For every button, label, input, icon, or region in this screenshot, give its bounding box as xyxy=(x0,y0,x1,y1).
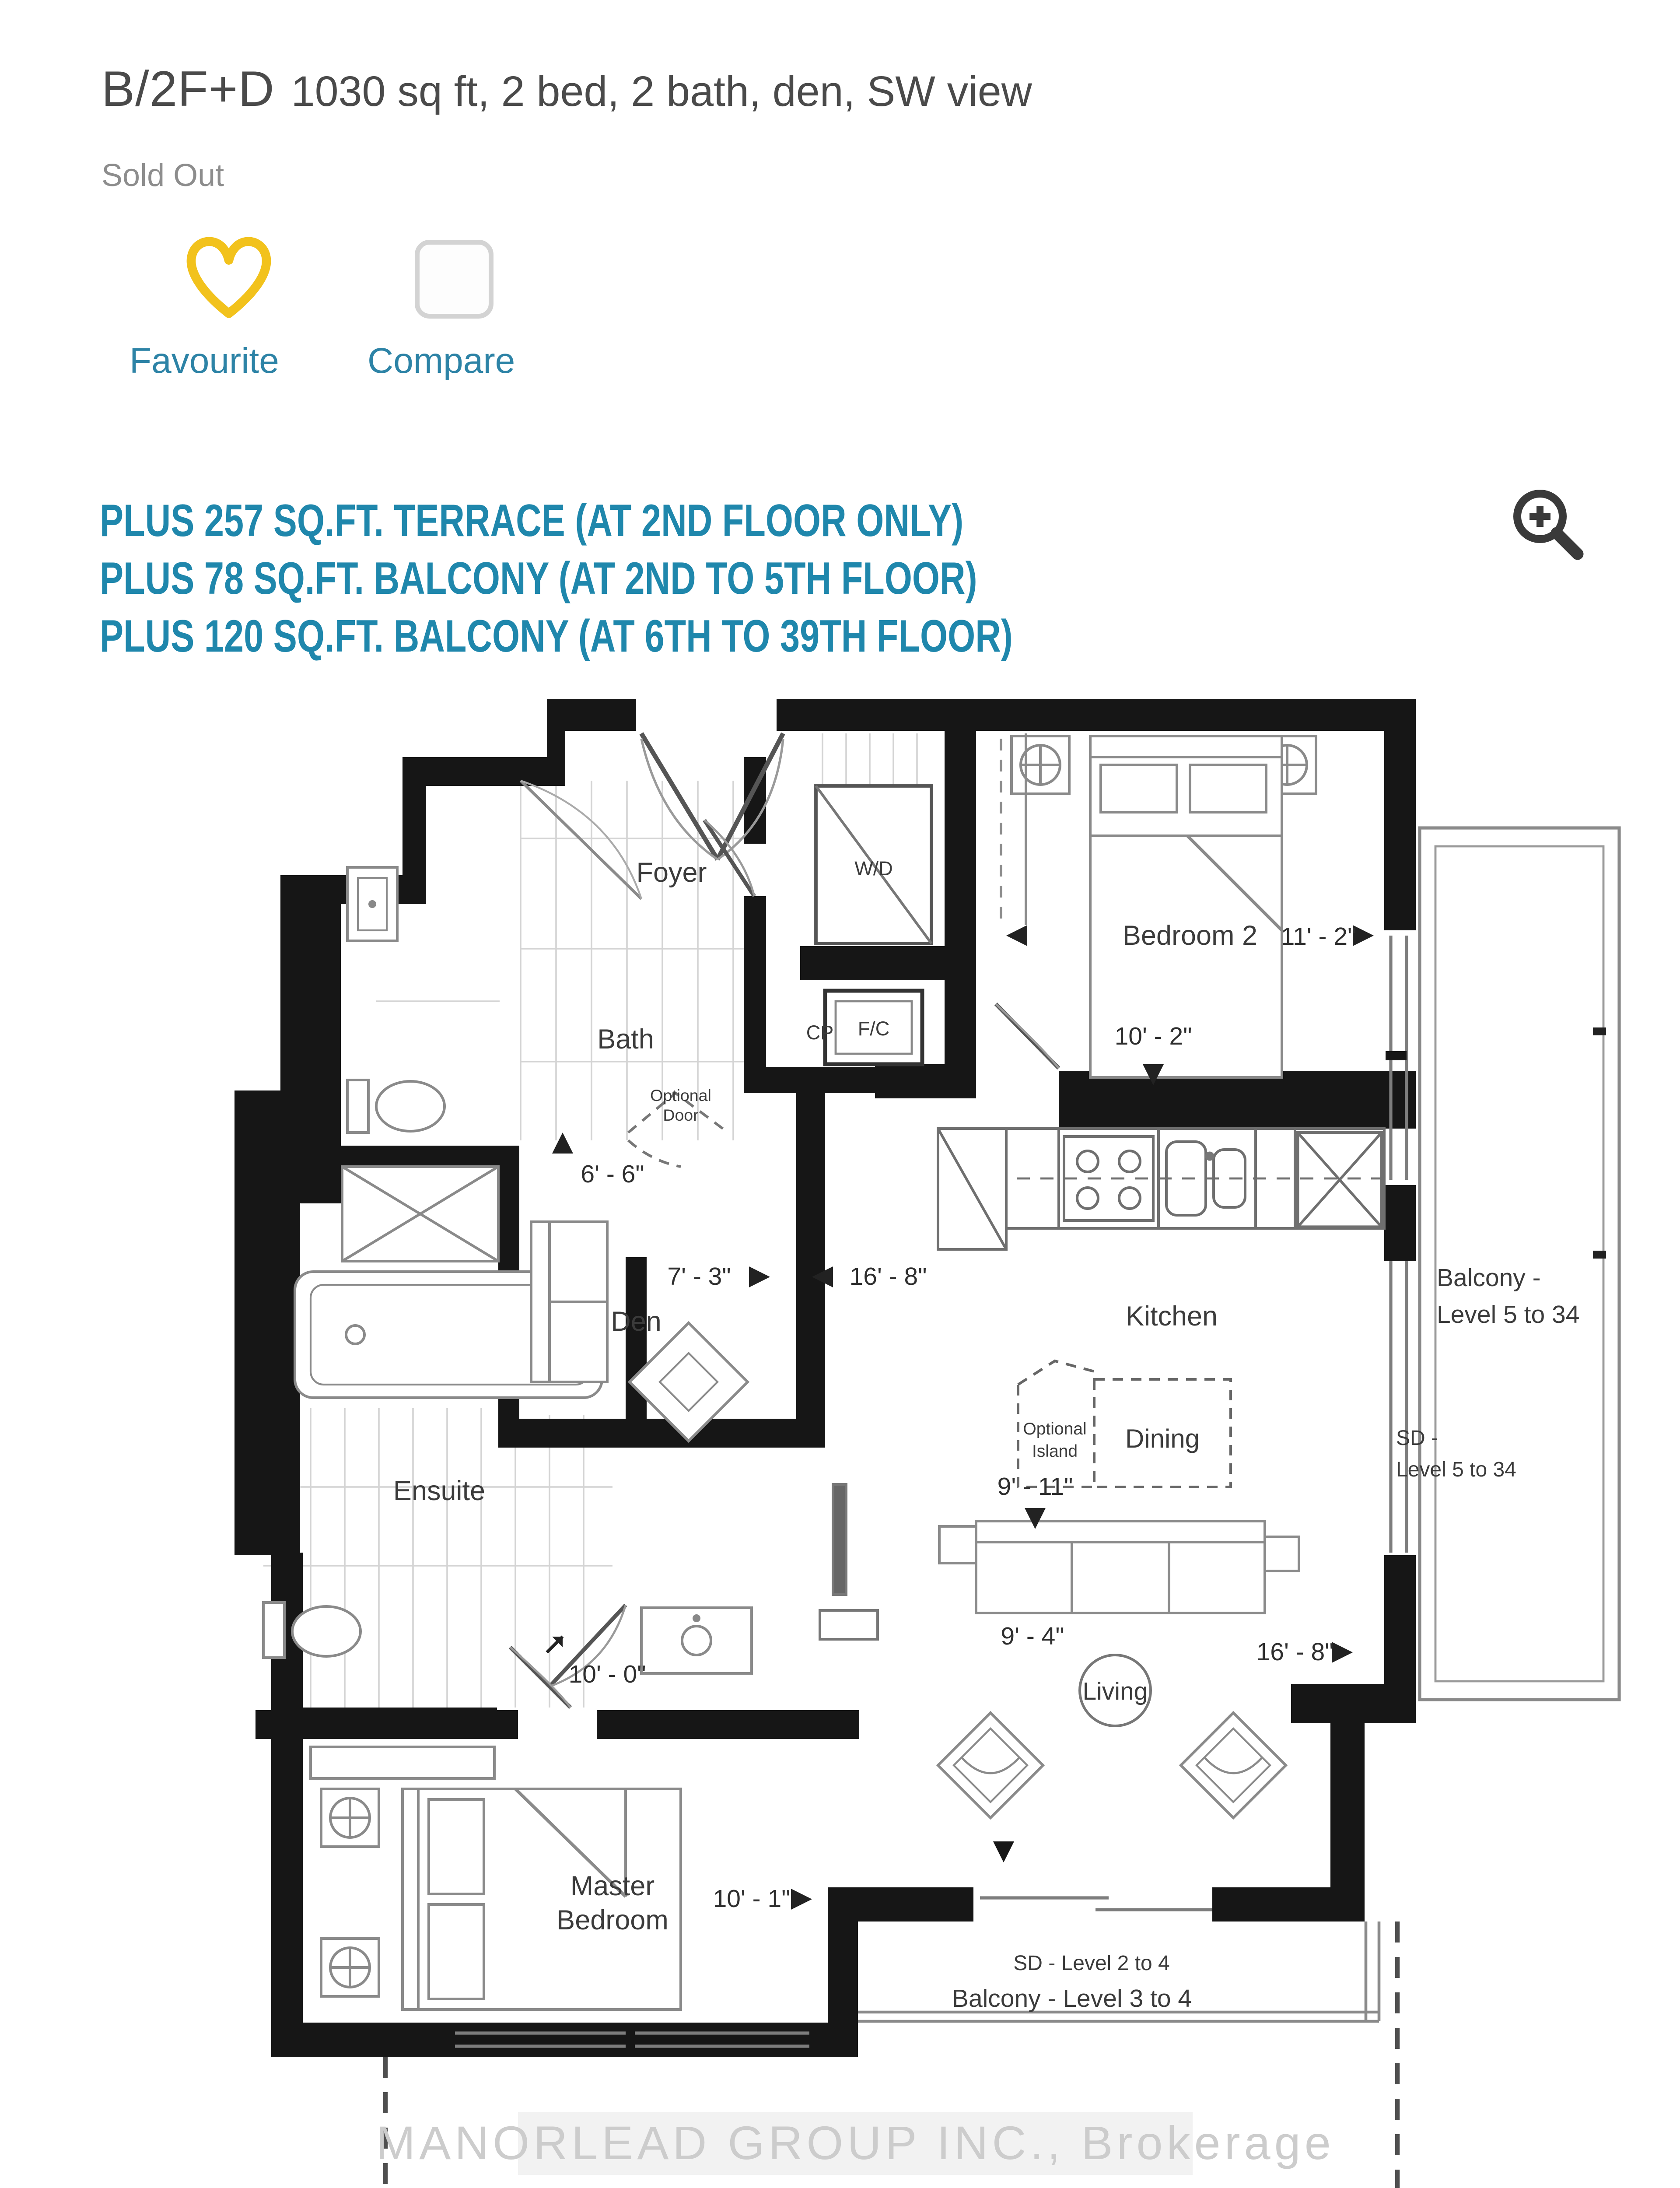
label-cp: CP xyxy=(806,1021,834,1044)
floorplan: Foyer W/D F/C Bath CP Den Ensuite Master… xyxy=(219,699,1636,2188)
optional-door-dashes xyxy=(627,1091,729,1168)
room-labels: Foyer W/D F/C Bath CP Den Ensuite Master… xyxy=(393,857,1257,1936)
ann-balcony-bottom: Balcony - Level 3 to 4 xyxy=(952,1985,1192,2013)
dim-den-a: 6' - 6" xyxy=(581,1160,644,1188)
balcony-right-outline xyxy=(1418,826,1621,1701)
dim-living-w: 9' - 11" xyxy=(998,1473,1073,1501)
watermark: MANORLEAD GROUP INC., Brokerage xyxy=(376,2112,1335,2175)
availability-status: Sold Out xyxy=(102,158,224,193)
label-master-1: Master xyxy=(570,1871,655,1901)
label-foyer: Foyer xyxy=(636,857,707,888)
island-dining-dashes xyxy=(1017,1359,1232,1488)
master-furniture xyxy=(309,1746,682,2011)
walls xyxy=(234,699,1416,2057)
hall-tv xyxy=(819,1483,879,1641)
entry-door xyxy=(639,732,785,861)
label-optional-door-1: Optional xyxy=(650,1086,711,1105)
favourite-label[interactable]: Favourite xyxy=(130,341,279,381)
label-master-2: Bedroom xyxy=(556,1905,668,1936)
dim-den-b: 7' - 3" xyxy=(667,1262,731,1290)
window-ticks xyxy=(626,1051,1407,2054)
bath-fixtures xyxy=(346,779,643,1134)
wd-fc-closets xyxy=(814,784,933,1066)
label-wd: W/D xyxy=(854,857,892,880)
highlight-terrace: PLUS 257 SQ.FT. TERRACE (AT 2ND FLOOR ON… xyxy=(100,495,964,546)
ann-balcony-right-1: Balcony - xyxy=(1437,1264,1541,1292)
ann-sd-right-1: SD - xyxy=(1396,1427,1438,1450)
label-living: Living xyxy=(1083,1677,1148,1705)
label-ensuite: Ensuite xyxy=(393,1476,485,1506)
floorplan-svg: Foyer W/D F/C Bath CP Den Ensuite Master… xyxy=(234,699,1621,2188)
heart-icon xyxy=(186,237,271,318)
compare-label[interactable]: Compare xyxy=(368,341,515,381)
ann-sd-right-2: Level 5 to 34 xyxy=(1396,1458,1516,1481)
highlight-balcony-high: PLUS 120 SQ.FT. BALCONY (AT 6TH TO 39TH … xyxy=(100,611,1013,662)
interior-doors xyxy=(508,819,1060,1709)
zoom-in-icon xyxy=(1513,490,1584,560)
page-title: B/2F+D 1030 sq ft, 2 bed, 2 bath, den, SW… xyxy=(102,60,1032,118)
ann-sd-bottom: SD - Level 2 to 4 xyxy=(1013,1952,1170,1975)
dim-sofa-w: 9' - 4" xyxy=(1001,1622,1064,1650)
ensuite-fixtures xyxy=(262,1165,753,1675)
dim-master-b: 10' - 1" xyxy=(713,1885,791,1913)
label-den: Den xyxy=(611,1306,662,1337)
plan-code: B/2F+D xyxy=(102,61,275,117)
watermark-text: MANORLEAD GROUP INC., Brokerage xyxy=(376,2116,1335,2169)
dim-bedroom2-w: 11' - 2" xyxy=(1281,922,1357,950)
label-bedroom2: Bedroom 2 xyxy=(1123,920,1257,951)
label-dining: Dining xyxy=(1125,1424,1200,1453)
annotation-labels: Balcony - Level 5 to 34 SD - Level 5 to … xyxy=(952,1264,1580,2013)
dim-bedroom2-d: 10' - 2" xyxy=(1115,1022,1192,1050)
label-fc: F/C xyxy=(858,1017,890,1040)
favourite-button[interactable] xyxy=(178,225,279,326)
plan-specs: 1030 sq ft, 2 bed, 2 bath, den, SW view xyxy=(291,67,1032,115)
dim-living-d: 16' - 8" xyxy=(1256,1638,1334,1666)
dimension-labels: 11' - 2" 10' - 2" 6' - 6" 7' - 3" 16' - … xyxy=(569,922,1357,1913)
label-bath: Bath xyxy=(597,1024,654,1055)
terrace-outline xyxy=(383,1922,1400,2188)
bedroom2-furniture xyxy=(1000,733,1317,1079)
compare-checkbox[interactable] xyxy=(415,240,494,319)
label-optional-door-2: Door xyxy=(663,1106,698,1124)
plan-highlights: PLUS 257 SQ.FT. TERRACE (AT 2ND FLOOR ON… xyxy=(100,492,1270,665)
zoom-in-button[interactable] xyxy=(1505,481,1592,569)
dim-master-a: 10' - 0" xyxy=(569,1660,646,1688)
den-furniture xyxy=(530,1220,750,1443)
label-optional-island-2: Island xyxy=(1032,1442,1078,1461)
highlight-balcony-low: PLUS 78 SQ.FT. BALCONY (AT 2ND TO 5TH FL… xyxy=(100,553,977,604)
dim-kitchen-w: 16' - 8" xyxy=(850,1262,927,1290)
dimension-arrows xyxy=(546,925,1374,1910)
living-furniture xyxy=(936,1520,1300,1820)
balcony-bottom-outline xyxy=(858,1922,1381,2023)
kitchen-fixtures xyxy=(937,1127,1386,1251)
label-optional-island-1: Optional xyxy=(1023,1420,1086,1438)
ann-balcony-right-2: Level 5 to 34 xyxy=(1437,1301,1579,1329)
label-kitchen: Kitchen xyxy=(1126,1301,1218,1332)
